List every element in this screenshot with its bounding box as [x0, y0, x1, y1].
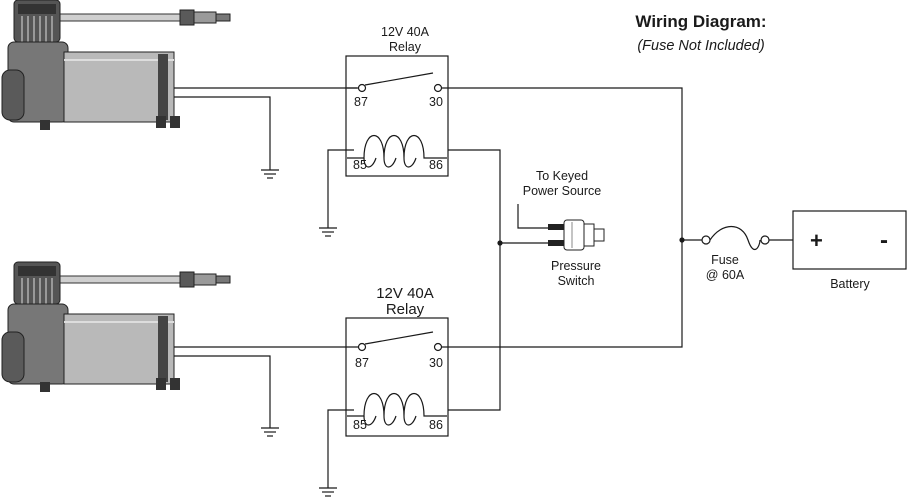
relay-1-pin-30: 30: [429, 95, 443, 109]
relay-2: [345, 317, 449, 437]
diagram-subtitle: (Fuse Not Included): [637, 38, 764, 54]
fuse-label-1: Fuse: [711, 253, 739, 267]
battery-minus-terminal: -: [880, 227, 888, 254]
relay-2-pin-30: 30: [429, 356, 443, 370]
relay-2-pin-85: 85: [353, 418, 367, 432]
battery: [792, 210, 907, 270]
pressure-switch: [500, 204, 605, 251]
fuse-label-2: @ 60A: [706, 268, 745, 282]
compressor-1: [1, 0, 231, 131]
keyed-power-label-2: Power Source: [523, 184, 602, 198]
diagram-title: Wiring Diagram:: [635, 12, 766, 31]
relay-1: [345, 55, 449, 177]
relay-2-pin-86: 86: [429, 418, 443, 432]
relay-1-pin-87: 87: [354, 95, 368, 109]
compressor-2: [1, 261, 231, 393]
relay-2-label: Relay: [386, 301, 425, 318]
fuse: [682, 225, 793, 251]
relay-1-rating: 12V 40A: [381, 25, 430, 39]
pressure-switch-label-1: Pressure: [551, 259, 601, 273]
relay-1-label: Relay: [389, 40, 422, 54]
relay-2-rating: 12V 40A: [376, 285, 434, 302]
battery-plus-terminal: +: [810, 228, 823, 253]
pressure-switch-label-2: Switch: [558, 274, 595, 288]
wires-compressor-1: [174, 87, 683, 411]
battery-label: Battery: [830, 277, 870, 291]
relay-1-pin-86: 86: [429, 158, 443, 172]
relay-2-pin-87: 87: [355, 356, 369, 370]
keyed-power-label-1: To Keyed: [536, 169, 588, 183]
relay-1-pin-85: 85: [353, 158, 367, 172]
wires-compressor-2: [174, 240, 683, 497]
